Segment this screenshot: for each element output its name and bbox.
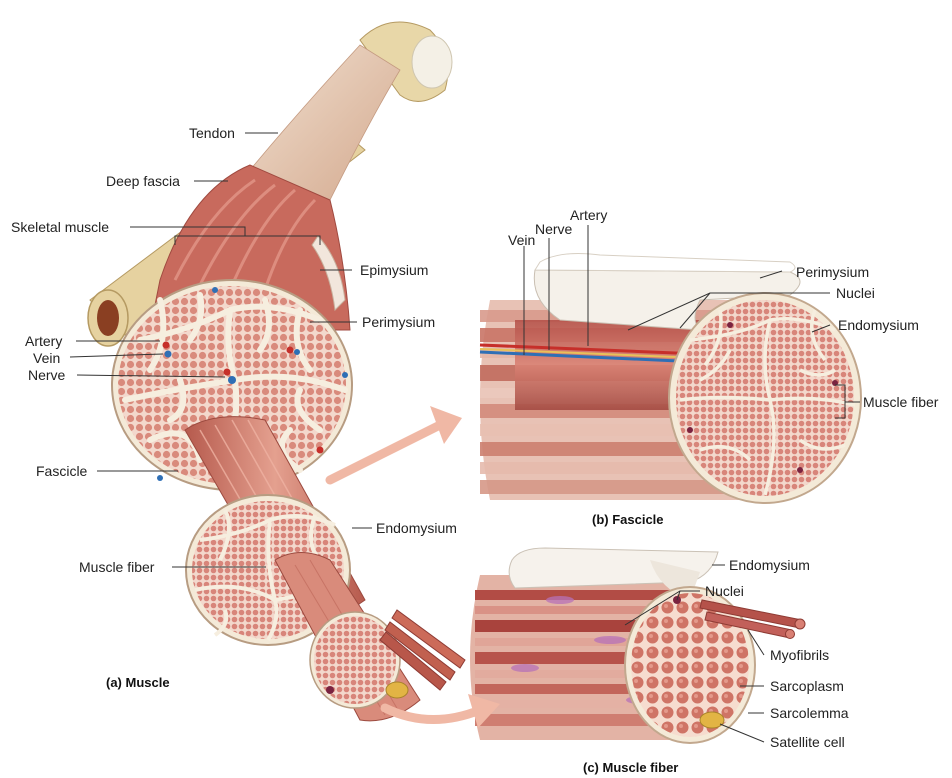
label-sarcoplasm: Sarcoplasm	[770, 678, 844, 694]
label-nerve-b: Nerve	[535, 221, 572, 237]
caption-b-fascicle: (b) Fascicle	[592, 512, 664, 527]
label-vein-a: Vein	[33, 350, 60, 366]
label-nerve-a: Nerve	[28, 367, 65, 383]
label-vein-b: Vein	[508, 232, 535, 248]
label-endomysium-b: Endomysium	[838, 317, 919, 333]
label-endomysium-a: Endomysium	[376, 520, 457, 536]
label-sarcolemma: Sarcolemma	[770, 705, 849, 721]
label-endomysium-c: Endomysium	[729, 557, 810, 573]
label-perimysium-b: Perimysium	[796, 264, 869, 280]
label-perimysium-a: Perimysium	[362, 314, 435, 330]
label-artery-b: Artery	[570, 207, 607, 223]
label-epimysium-a: Epimysium	[360, 262, 428, 278]
label-nuclei-c: Nuclei	[705, 583, 744, 599]
label-satellite-cell: Satellite cell	[770, 734, 845, 750]
label-fascicle: Fascicle	[36, 463, 87, 479]
label-deep-fascia: Deep fascia	[106, 173, 180, 189]
label-skeletal-muscle: Skeletal muscle	[11, 219, 109, 235]
label-artery-a: Artery	[25, 333, 62, 349]
label-muscle-fiber-b: Muscle fiber	[863, 394, 938, 410]
caption-a-muscle: (a) Muscle	[106, 675, 170, 690]
label-nuclei-b: Nuclei	[836, 285, 875, 301]
label-muscle-fiber-a: Muscle fiber	[79, 559, 154, 575]
caption-c-muscle-fiber: (c) Muscle fiber	[583, 760, 678, 775]
label-myofibrils: Myofibrils	[770, 647, 829, 663]
label-tendon: Tendon	[189, 125, 235, 141]
